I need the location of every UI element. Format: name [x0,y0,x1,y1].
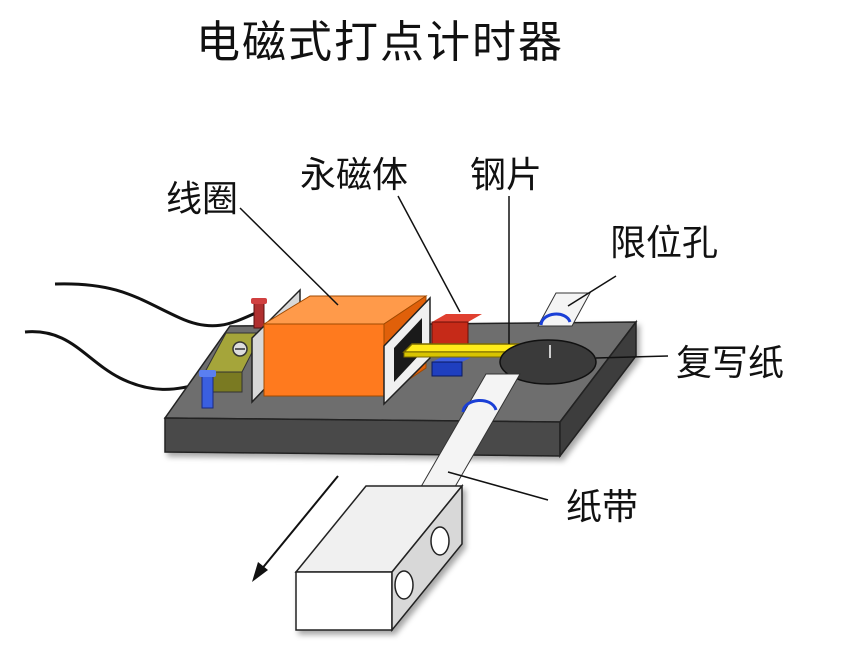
leader-carbon-paper [595,355,669,359]
label-carbon-paper: 复写纸 [676,343,785,384]
permanent-magnet-upper [431,314,482,345]
blue-binding-post [199,370,216,409]
terminal-block [204,332,263,393]
limit-hole-clip-rear [539,312,572,326]
leader-magnet [397,195,461,313]
cart [294,483,464,633]
leader-paper-tape [447,471,549,501]
carbon-paper-disc [499,339,597,385]
motion-arrow [252,475,339,582]
leader-coil [239,207,339,306]
label-steel-strip: 钢片 [470,155,543,196]
label-coil: 线圈 [166,179,239,220]
wire-upper [54,282,259,328]
diagram-title: 电磁式打点计时器 [196,17,564,68]
leader-limit-hole [567,275,617,307]
wire-lower [24,330,206,391]
label-paper-tape: 纸带 [566,487,639,528]
limit-hole-clip-front [461,399,498,413]
label-permanent-magnet: 永磁体 [300,155,409,196]
red-binding-post [251,298,267,329]
label-limit-hole: 限位孔 [610,223,719,264]
